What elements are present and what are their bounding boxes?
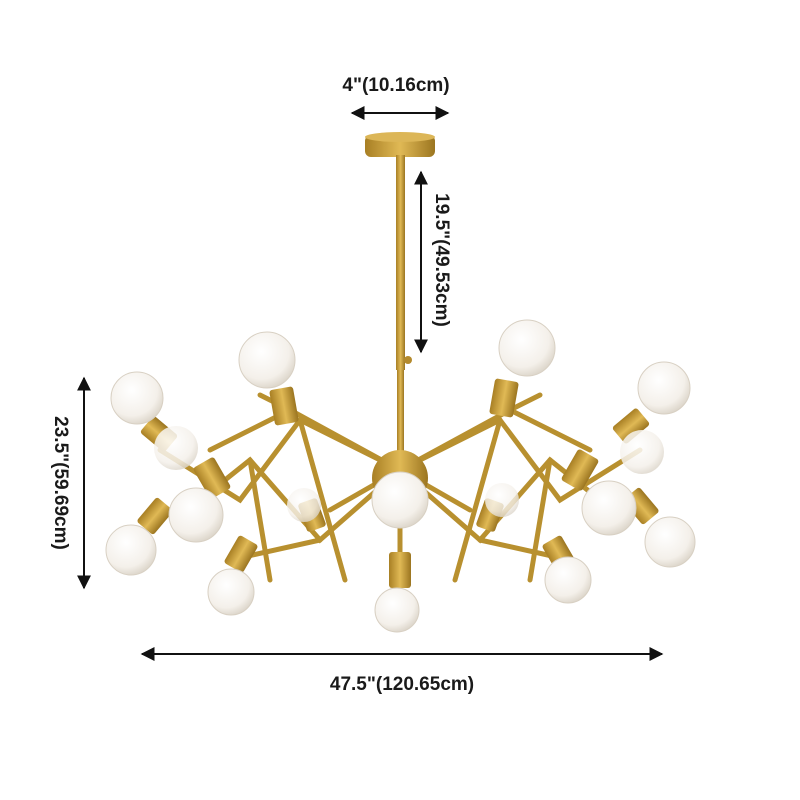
height-label: 23.5"(59.69cm) [50,416,71,550]
bulb-far-right-lower [644,516,696,568]
bulbs [105,319,696,633]
bulb-bottom-center [374,587,420,633]
down-rod [396,155,412,460]
bulb-center [371,471,429,529]
dimension-height: 23.5"(59.69cm) [50,376,91,590]
bulb-far-left-lower [105,524,157,576]
bulb-right-mid [581,480,637,536]
bulb-left-mid [168,487,224,543]
dimension-rod-length: 19.5"(49.53cm) [414,170,452,354]
bulb-inner-left [287,488,321,522]
rod-length-label: 19.5"(49.53cm) [431,193,452,327]
bulb-bottom-right [544,556,592,604]
bulb-bottom-left [207,568,255,616]
bulb-inner-right [485,483,519,517]
dimension-canopy-width: 4"(10.16cm) [342,75,450,120]
canopy-width-label: 4"(10.16cm) [342,75,449,96]
bulb-top-left [238,331,296,389]
width-label: 47.5"(120.65cm) [330,674,474,695]
bulb-rear-left [154,426,198,470]
bulb-rear-right [620,430,664,474]
bulb-top-right [498,319,556,377]
ceiling-canopy [365,132,435,157]
dimension-width: 47.5"(120.65cm) [140,647,664,695]
bulb-far-right-upper [637,361,691,415]
chandelier [105,132,696,633]
bulb-far-left-upper [110,371,164,425]
